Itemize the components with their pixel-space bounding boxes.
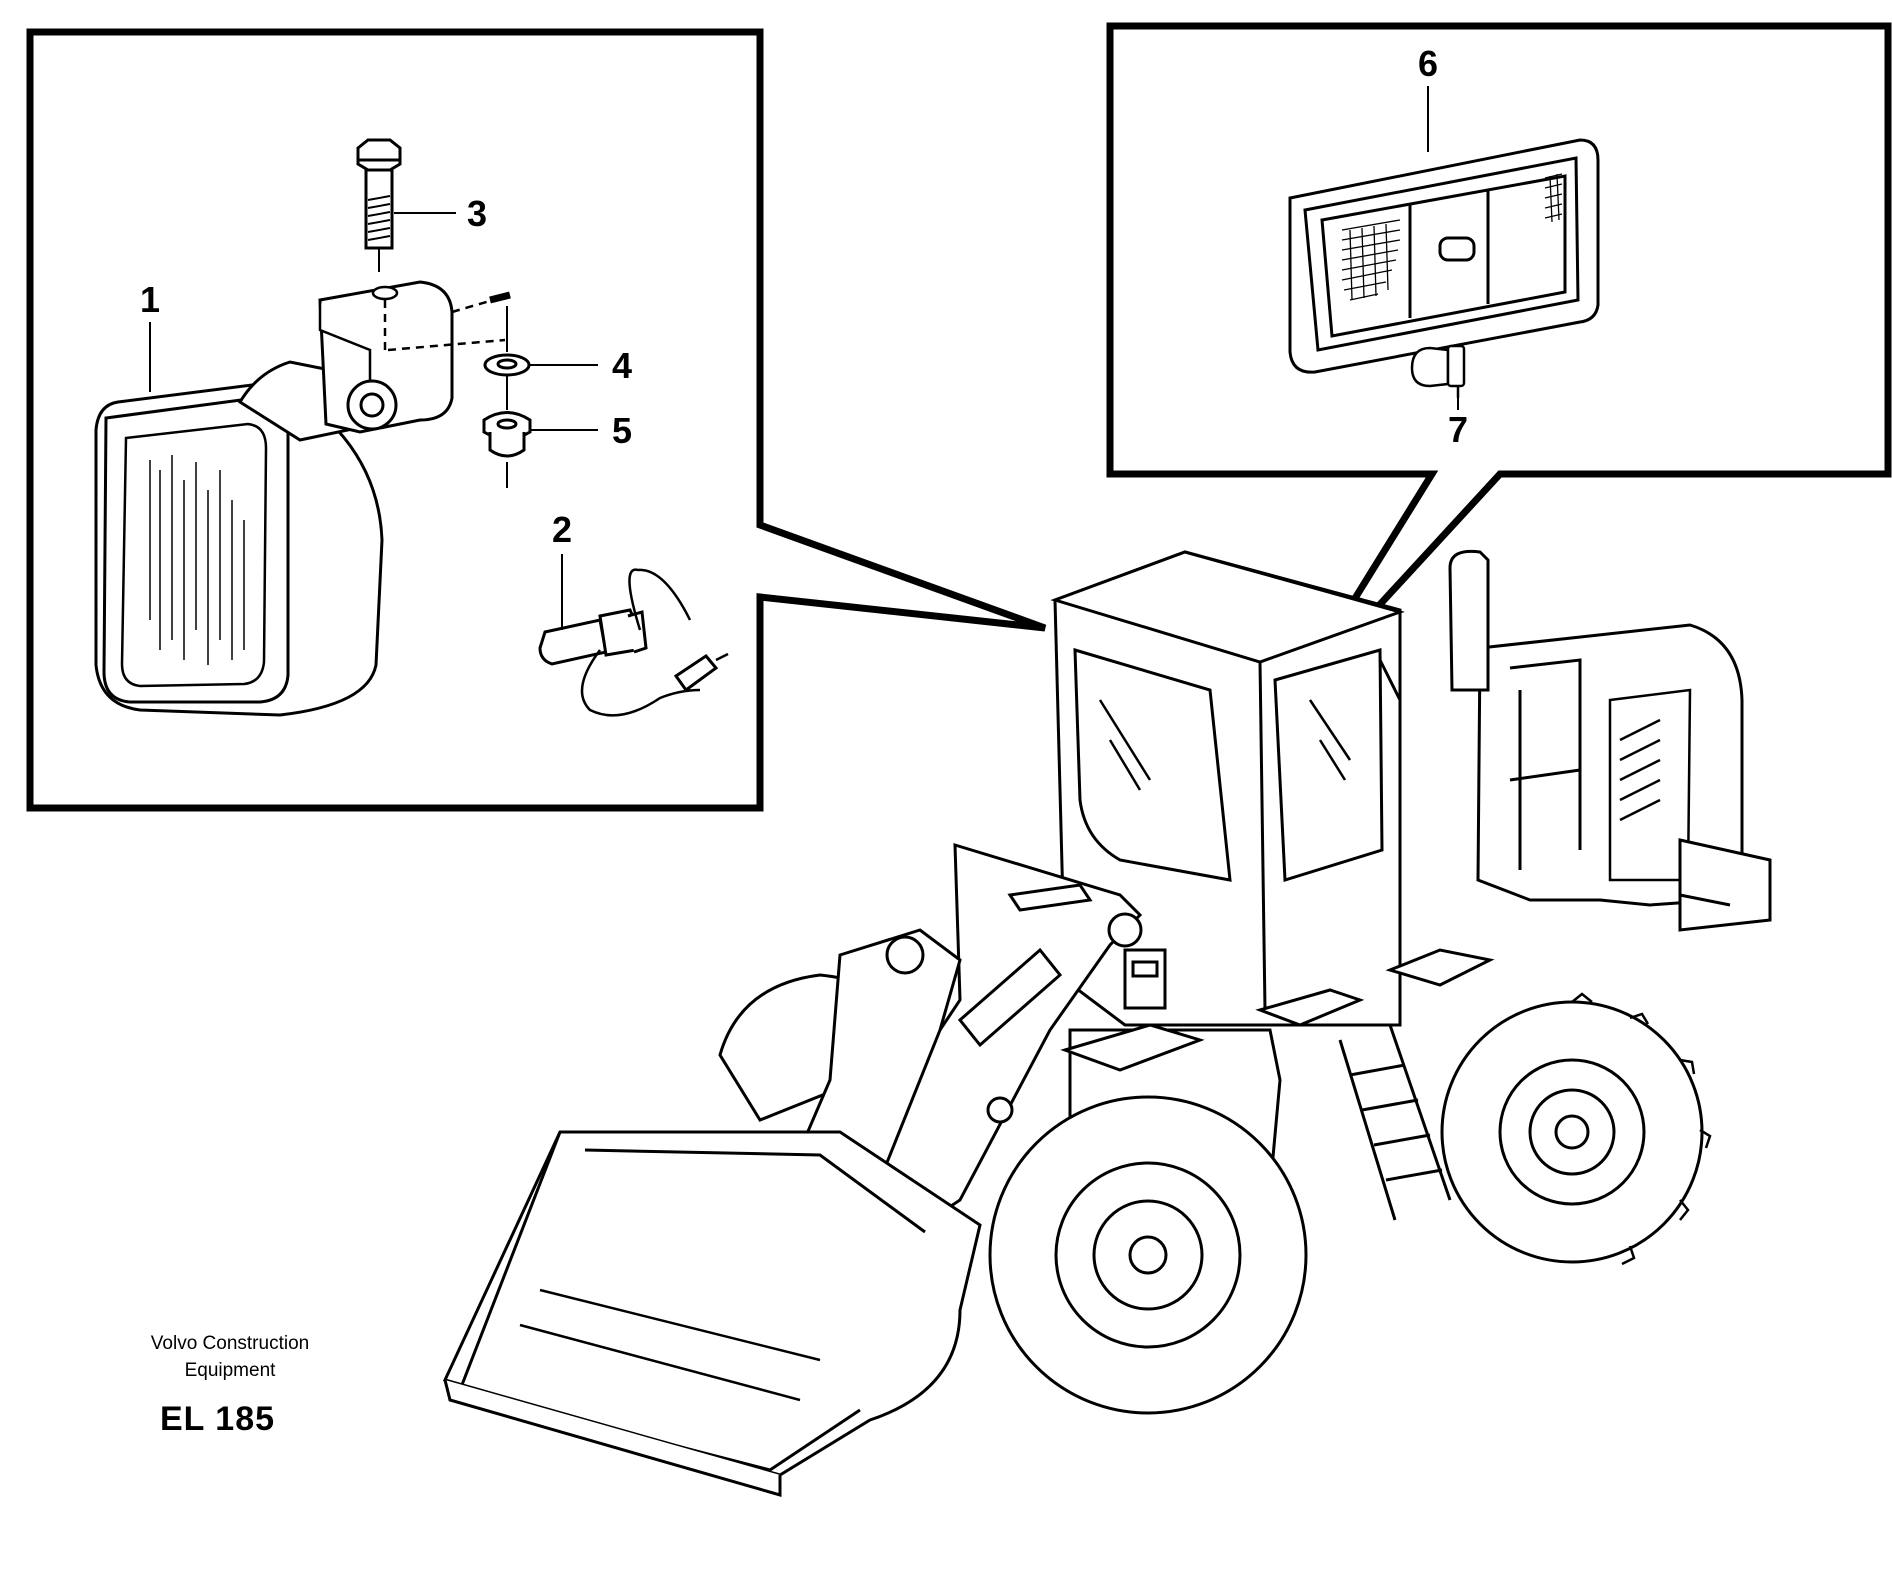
nut-icon — [482, 376, 532, 488]
callout-7: 7 — [1448, 409, 1468, 450]
work-lamp-icon — [94, 280, 511, 717]
callout-2: 2 — [552, 509, 572, 550]
callout-1: 1 — [140, 279, 160, 320]
callout-5: 5 — [612, 410, 632, 451]
figure-code: EL 185 — [160, 1400, 276, 1438]
bolt-icon — [356, 138, 402, 272]
callout-6: 6 — [1418, 43, 1438, 84]
wheel-loader-icon — [442, 549, 1772, 1497]
detail-box-work-lamp — [26, 28, 1047, 812]
callout-3: 3 — [467, 193, 487, 234]
company-name-line-1: Volvo Construction — [150, 1333, 310, 1354]
bulb-icon — [1410, 344, 1466, 398]
bulb-with-cable-icon — [538, 568, 729, 717]
detail-box-interior-lamp — [1106, 22, 1892, 703]
callout-4: 4 — [612, 345, 632, 386]
interior-lamp-icon — [1288, 138, 1600, 374]
washer-icon — [483, 306, 531, 377]
company-name-line-2: Equipment — [184, 1360, 276, 1381]
